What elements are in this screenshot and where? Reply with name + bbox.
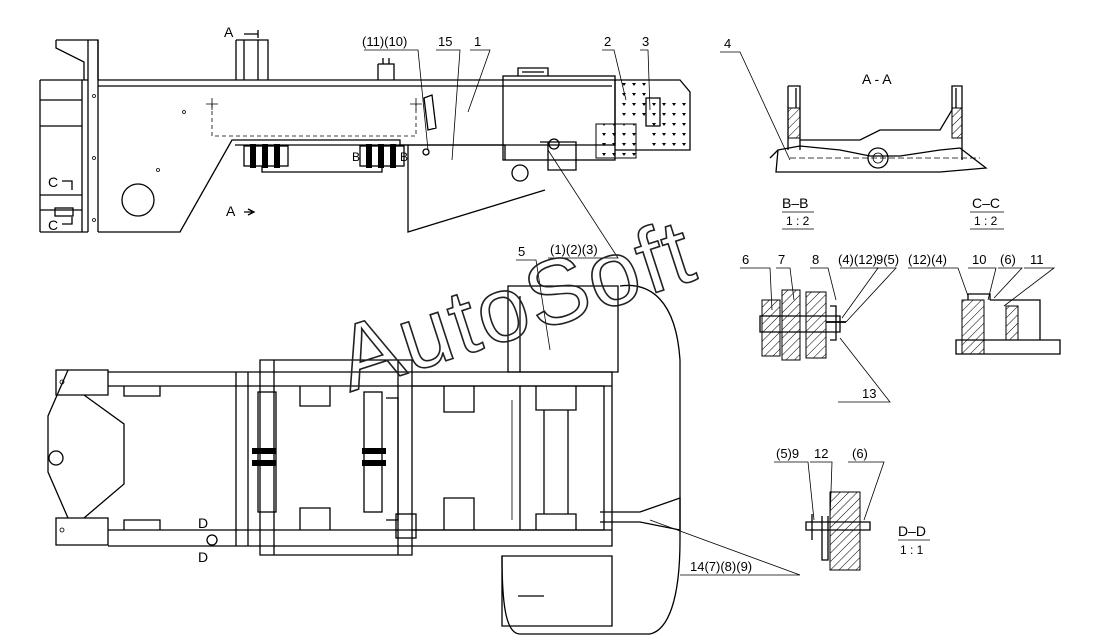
battery-box bbox=[502, 67, 616, 171]
section-dd-title: D–D bbox=[898, 523, 926, 539]
label-5: 5 bbox=[518, 244, 525, 259]
section-d-top: D bbox=[198, 515, 208, 531]
label-1-2-3: (1)(2)(3) bbox=[550, 242, 598, 257]
label-11-10: (11)(10) bbox=[362, 34, 407, 49]
b-mark-left: B bbox=[352, 150, 360, 164]
top-view bbox=[47, 284, 681, 635]
label-9-5: 9(5) bbox=[876, 252, 899, 267]
label-12: 12 bbox=[814, 446, 828, 461]
label-8: 8 bbox=[812, 252, 819, 267]
leader-lines bbox=[364, 49, 1056, 576]
label-15: 15 bbox=[438, 34, 452, 49]
label-7: 7 bbox=[778, 252, 785, 267]
section-dd-scale: 1 : 1 bbox=[900, 543, 924, 557]
side-view: B B bbox=[39, 30, 691, 233]
section-a-bottom: A bbox=[226, 203, 236, 219]
label-3: 3 bbox=[642, 34, 649, 49]
label-6: 6 bbox=[742, 252, 749, 267]
label-12-4: (12)(4) bbox=[908, 252, 947, 267]
section-c-top: C bbox=[48, 174, 58, 190]
label-5-9: (5)9 bbox=[776, 446, 799, 461]
section-bb-view bbox=[759, 211, 846, 361]
label-14-7-8-9: 14(7)(8)(9) bbox=[690, 559, 752, 574]
label-2: 2 bbox=[604, 34, 611, 49]
side-wheel-left bbox=[243, 144, 383, 173]
label-13: 13 bbox=[862, 386, 876, 401]
side-wheel-right bbox=[359, 144, 405, 168]
section-cc-view bbox=[955, 211, 1061, 355]
label-6-cc: (6) bbox=[1000, 252, 1016, 267]
section-a-top: A bbox=[224, 24, 234, 40]
section-c-bottom: C bbox=[48, 217, 58, 233]
section-aa-title: A - A bbox=[862, 71, 892, 87]
label-4-12: (4)(12) bbox=[838, 252, 877, 267]
section-dd-view bbox=[805, 491, 930, 571]
label-10: 10 bbox=[972, 252, 986, 267]
label-1: 1 bbox=[474, 34, 481, 49]
watermark: AutoSoft bbox=[325, 200, 707, 411]
section-bb-scale: 1 : 2 bbox=[786, 214, 810, 228]
section-aa-view bbox=[769, 85, 988, 173]
section-bb-title: B–B bbox=[782, 195, 808, 211]
label-4: 4 bbox=[724, 36, 731, 51]
top-wheels bbox=[252, 391, 399, 521]
label-11: 11 bbox=[1030, 252, 1044, 267]
section-d-bottom: D bbox=[198, 549, 208, 565]
section-cc-scale: 1 : 2 bbox=[974, 214, 998, 228]
section-cc-title: C–C bbox=[972, 195, 1000, 211]
b-mark-right: B bbox=[400, 150, 408, 164]
label-6-dd: (6) bbox=[852, 446, 868, 461]
